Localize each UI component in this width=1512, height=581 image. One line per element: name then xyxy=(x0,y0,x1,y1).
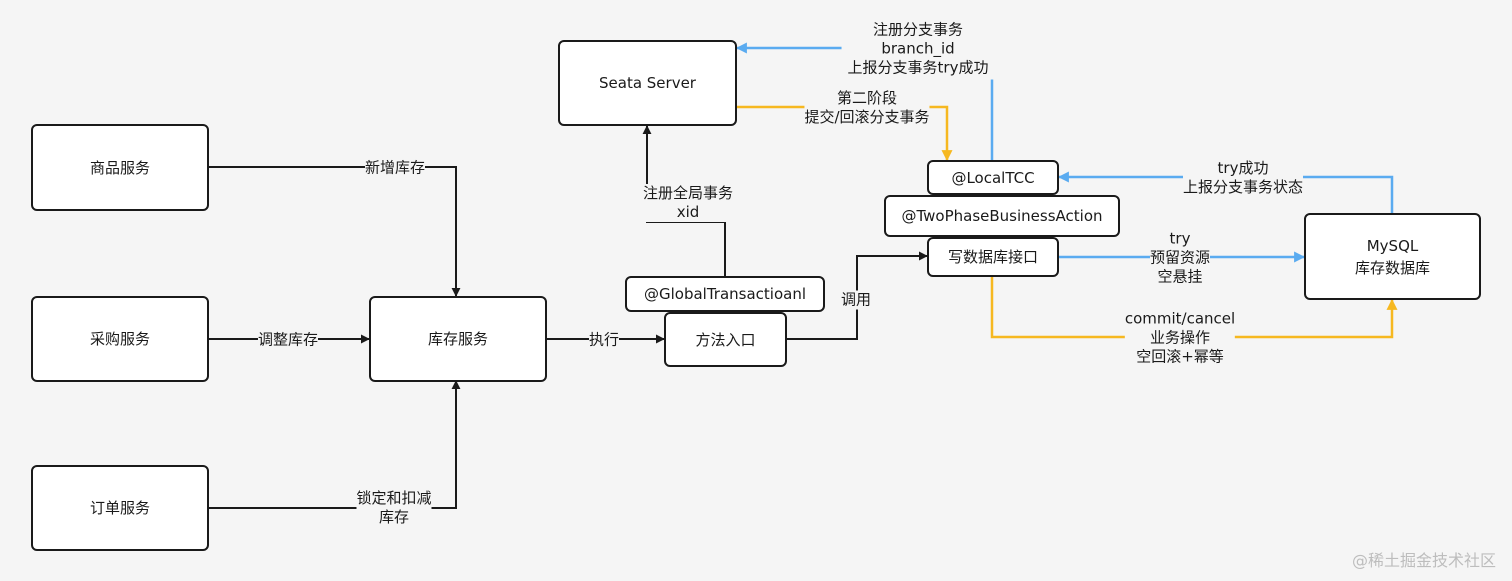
label-seata-to-tcc: 第二阶段 提交/回滚分支事务 xyxy=(804,89,930,127)
edge-goods-to-inventory xyxy=(208,166,461,297)
label-mysql-to-tcc: try成功 上报分支事务状态 xyxy=(1182,159,1304,197)
node-goods-service[interactable]: 商品服务 xyxy=(31,124,209,211)
label-purchase-to-inventory: 调整库存 xyxy=(257,330,319,350)
node-global-transactional[interactable]: @GlobalTransactioanl xyxy=(625,276,825,312)
node-mysql[interactable]: MySQL 库存数据库 xyxy=(1304,213,1481,300)
label-goods-to-inventory: 新增库存 xyxy=(364,158,426,178)
node-method-entry[interactable]: 方法入口 xyxy=(664,312,787,367)
node-write-db-interface[interactable]: 写数据库接口 xyxy=(927,237,1059,277)
node-purchase-service[interactable]: 采购服务 xyxy=(31,296,209,382)
node-two-phase-business-action[interactable]: @TwoPhaseBusinessAction xyxy=(884,195,1120,237)
watermark: @稀土掘金技术社区 xyxy=(1351,551,1496,570)
label-write-to-mysql: try 预留资源 空悬挂 xyxy=(1149,229,1211,287)
node-seata-server[interactable]: Seata Server xyxy=(558,40,737,126)
label-global-to-seata: 注册全局事务 xid xyxy=(642,184,734,222)
mysql-line-2: 库存数据库 xyxy=(1354,258,1430,277)
edge-global-to-seata xyxy=(642,125,726,276)
label-order-to-inventory: 锁定和扣减 库存 xyxy=(356,489,432,527)
label-inventory-to-method: 执行 xyxy=(588,330,620,350)
node-local-tcc[interactable]: @LocalTCC xyxy=(927,160,1059,195)
node-order-service[interactable]: 订单服务 xyxy=(31,465,209,551)
node-inventory-service[interactable]: 库存服务 xyxy=(369,296,547,382)
edge-order-to-inventory xyxy=(208,380,461,509)
label-tcc-to-seata: 注册分支事务 branch_id 上报分支事务try成功 xyxy=(841,18,995,80)
edge-mysql-to-tcc xyxy=(1057,171,1394,213)
mysql-line-1: MySQL xyxy=(1366,236,1419,255)
label-method-to-write: 调用 xyxy=(840,290,872,310)
label-commit-to-mysql: commit/cancel 业务操作 空回滚+幂等 xyxy=(1124,309,1236,367)
